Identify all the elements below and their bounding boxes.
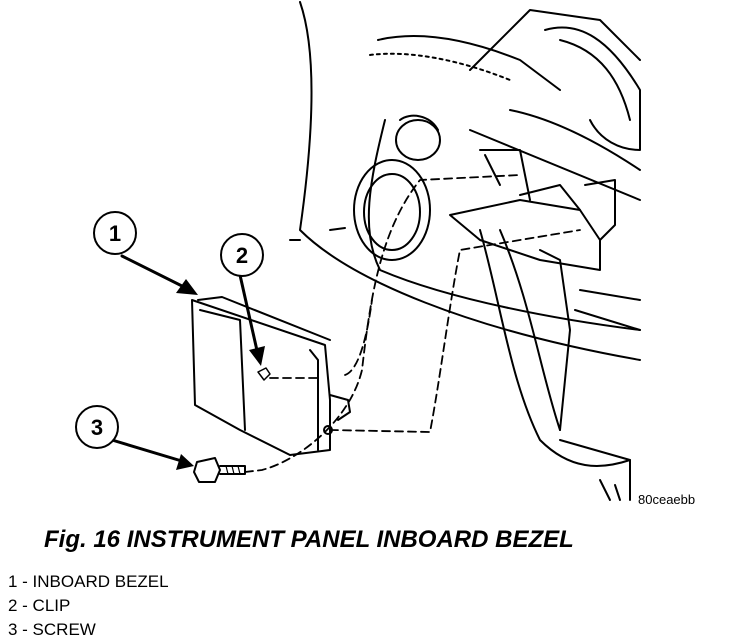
alignment-lines xyxy=(244,174,581,473)
legend-item: 1 - INBOARD BEZEL xyxy=(8,572,169,591)
legend-list: 1 - INBOARD BEZEL 2 - CLIP 3 - SCREW xyxy=(8,570,169,642)
callout-1-label: 1 xyxy=(109,221,121,246)
round-vent xyxy=(353,114,441,261)
reference-code: 80ceaebb xyxy=(638,492,695,507)
screw xyxy=(193,457,246,483)
callout-3-circle xyxy=(75,405,119,449)
inboard-bezel xyxy=(191,296,351,456)
callout-2-label: 2 xyxy=(236,243,248,268)
callout-3-label: 3 xyxy=(91,415,103,440)
callout-1-circle xyxy=(93,211,137,255)
dash-panel-background xyxy=(289,1,641,361)
side-bracket xyxy=(449,149,641,501)
legend-item: 3 - SCREW xyxy=(8,620,96,639)
callout-arrows xyxy=(110,254,260,464)
figure-caption: Fig. 16 INSTRUMENT PANEL INBOARD BEZEL xyxy=(44,526,574,553)
legend-item: 2 - CLIP xyxy=(8,596,71,615)
diagram-illustration: 1 2 3 80ceaebb xyxy=(75,1,695,507)
callout-2-circle xyxy=(220,233,264,277)
